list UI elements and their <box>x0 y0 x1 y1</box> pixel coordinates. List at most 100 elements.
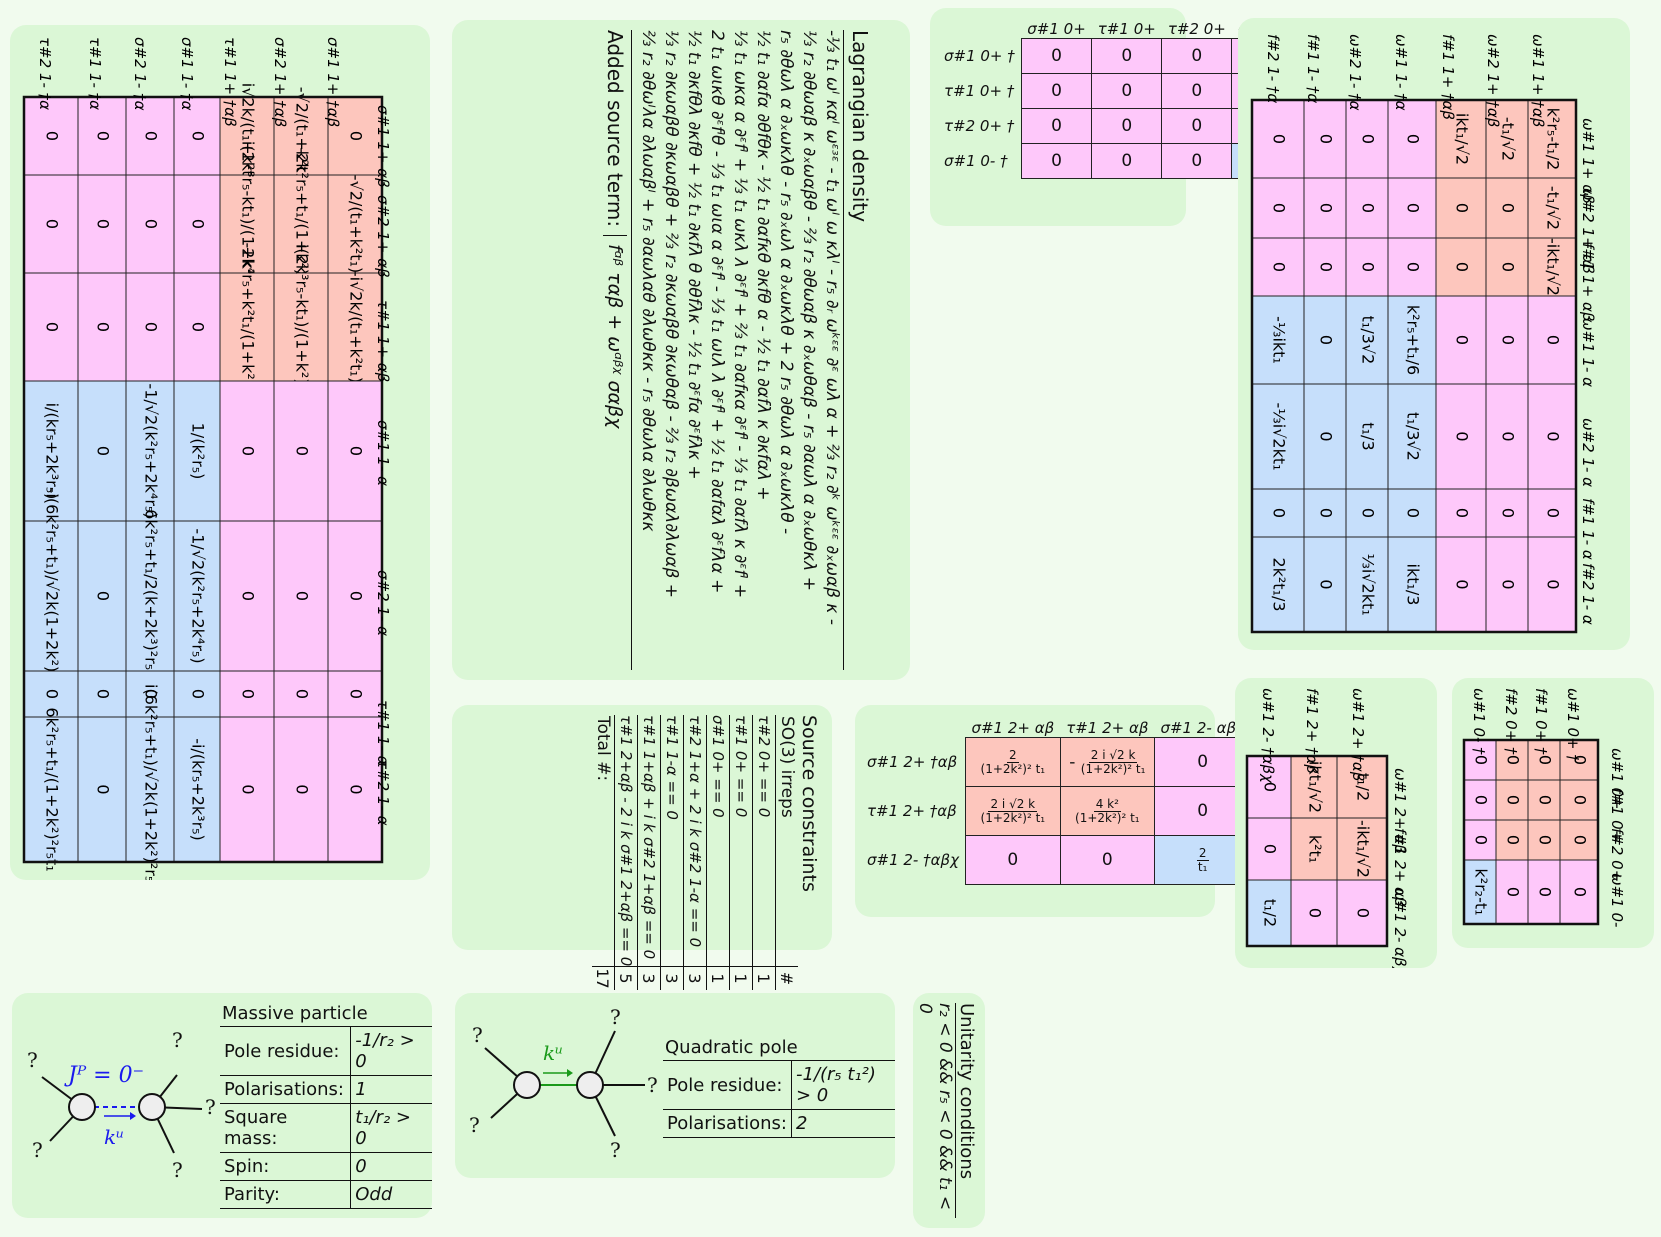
sc-constraint: τ#1 1+αβ + i k σ#2 1+αβ == 0 <box>637 715 661 967</box>
spin1-sigma-cell <box>327 272 383 382</box>
spin1-sigma-value: 0 <box>347 446 366 456</box>
spin1-omega-label: ω#1 1- †α <box>1392 34 1410 111</box>
spin0-cell: 0 <box>1161 38 1233 74</box>
spin0-omega-cell <box>1559 859 1599 925</box>
lagrangian-body: -⅓ t₁ ωᴵ καᴵ ωᵋᶟᵋ - t₁ ωᴵ ω κλᴵ - r₅ ∂ᵣ … <box>636 30 843 670</box>
sc-count: 3 <box>660 966 684 990</box>
spin0-omega-value: 0 <box>1536 795 1555 805</box>
spin0-omega-value: 0 <box>1571 755 1590 765</box>
spin2-omega-border <box>1245 754 1389 948</box>
spin2-col-label: σ#1 2+ αβ <box>971 719 1055 737</box>
spin0-omega-label: ω#1 0+ † <box>1564 688 1582 762</box>
spin1-omega-value: -t₁/√2 <box>1544 186 1563 230</box>
jp-label: Jᴾ = 0⁻ <box>68 1063 145 1088</box>
spin1-sigma-value: 0 <box>189 689 208 699</box>
spin1-omega-cell <box>1345 295 1389 385</box>
spin1-sigma-cell <box>273 520 329 672</box>
spin0-omega-value: 0 <box>1472 795 1491 805</box>
spin1-omega-value: 0 <box>1453 203 1472 213</box>
spin0-panel: σ#1 0+τ#1 0+τ#2 0+σ#1 0-σ#1 0+ †0000τ#1 … <box>930 8 1296 226</box>
massive-question-2: ? <box>32 1138 43 1162</box>
spin1-omega-cell <box>1527 488 1577 538</box>
spin1-sigma-value: 1/(k²r₅) <box>189 423 208 480</box>
spin2-cell: 2(1+2k²)² t₁ <box>964 737 1061 787</box>
spin1-omega-value: 0 <box>1544 508 1563 518</box>
lagrangian-panel: Lagrangian density -⅓ t₁ ωᴵ καᴵ ωᵋᶟᵋ - t… <box>452 20 910 680</box>
spin1-omega-cell <box>1345 488 1389 538</box>
spin1-omega-value: t₁/3√2 <box>1404 412 1423 461</box>
massive-prop-label: Square mass: <box>220 1103 351 1153</box>
spin1-omega-label: f#1 1- α <box>1579 498 1597 560</box>
spin1-sigma-label: σ#2 1+ †αβ <box>271 37 289 128</box>
spin1-omega-value: ikt₁/√2 <box>1453 113 1472 165</box>
spin1-omega-cell <box>1345 383 1389 490</box>
spin1-omega-cell <box>1303 383 1347 490</box>
spin1-omega-cell <box>1435 237 1487 297</box>
massive-prop-label: Pole residue: <box>220 1027 351 1076</box>
spin1-sigma-value: 0 <box>347 784 366 794</box>
spin1-omega-value: 0 <box>1404 134 1423 144</box>
sc-constraint: τ#2 0+ == 0 <box>752 715 776 967</box>
spin1-omega-value: 0 <box>1453 508 1472 518</box>
spin1-omega-cell <box>1527 295 1577 385</box>
sc-header-irreps: SO(3) irreps <box>775 715 798 967</box>
massive-prop-label: Polarisations: <box>220 1075 351 1104</box>
spin1-sigma-value: 0 <box>347 689 366 699</box>
spin1-sigma-value: 0 <box>142 322 161 332</box>
spin2-omega-label: ω#1 2- αβχ <box>1391 888 1409 968</box>
spin0-col-label: σ#1 0+ <box>1027 20 1086 38</box>
spin1-omega-value: -⅓ikt₁ <box>1270 316 1289 364</box>
spin1-omega-cell <box>1485 295 1529 385</box>
spin0-omega-value: 0 <box>1504 755 1523 765</box>
spin1-sigma-cell <box>23 670 79 718</box>
spin2-omega-cell <box>1290 879 1338 947</box>
spin1-sigma-label: τ#2 1- †α <box>36 37 54 110</box>
spin1-sigma-label: σ#1 1+ †αβ <box>324 37 342 128</box>
spin1-omega-cell <box>1303 536 1347 633</box>
spin1-sigma-border <box>22 95 384 864</box>
spin1-sigma-value: 0 <box>94 322 113 332</box>
spin1-sigma-value: 0 <box>94 131 113 141</box>
spin1-omega-cell <box>1387 295 1437 385</box>
spin1-omega-label: f#1 1+ †αβ <box>1439 34 1457 120</box>
spin0-cell: 0 <box>1161 73 1233 109</box>
spin1-omega-value: 0 <box>1499 508 1518 518</box>
massive-title: Massive particle <box>220 1001 432 1027</box>
spin1-omega-value: 0 <box>1359 134 1378 144</box>
spin1-sigma-cell <box>327 670 383 718</box>
spin1-sigma-cell <box>173 272 221 382</box>
quadratic-feynman-diagram <box>484 1030 645 1137</box>
spin1-sigma-value: 0 <box>293 446 312 456</box>
spin1-sigma-cell <box>273 670 329 718</box>
spin1-sigma-label: τ#1 1+ †αβ <box>221 37 239 127</box>
sc-constraint: τ#1 2+αβ - 2 i k σ#1 2+αβ == 0 <box>614 715 638 967</box>
spin1-omega-cell <box>1485 536 1529 633</box>
spin0-omega-cell <box>1527 779 1561 821</box>
massive-question-3: ? <box>172 1028 183 1052</box>
spin2-omega-value: k²t₁ <box>1306 835 1325 863</box>
sc-constraint: σ#1 0+ == 0 <box>706 715 730 967</box>
spin1-omega-value: 0 <box>1499 335 1518 345</box>
spin1-sigma-value: -2k²r₅+t₁/(1+k²)²t₁² <box>293 147 312 300</box>
spin0-cell: 0 <box>1091 143 1163 179</box>
spin0-omega-value: 0 <box>1472 755 1491 765</box>
spin2-col-label: τ#1 2+ αβ <box>1066 719 1149 737</box>
massive-question-4: ? <box>205 1095 216 1119</box>
lagrangian-line: r₅ ∂θωλ α ∂ₓωκλθ - r₅ ∂ₓωλ α ∂ₓωκλθ + 2 … <box>776 30 796 535</box>
spin0-omega-value: 0 <box>1504 795 1523 805</box>
spin2-omega-label: f#1 2+ †αβ <box>1303 688 1321 774</box>
spin1-omega-value: 0 <box>1404 508 1423 518</box>
spin0-omega-value: 0 <box>1571 795 1590 805</box>
spin1-sigma-value: -2k⁴r₅+k²t₁/(1+k²)²t₁² <box>239 242 258 411</box>
spin1-sigma-value: 0 <box>94 689 113 699</box>
sc-count: 3 <box>637 966 661 990</box>
spin1-omega-value: ⅓i√2kt₁ <box>1359 553 1378 615</box>
massive-prop-value: t₁/r₂ > 0 <box>350 1103 432 1153</box>
spin1-omega-value: 0 <box>1544 431 1563 441</box>
spin0-col-label: τ#1 0+ <box>1097 20 1156 38</box>
sc-total: 17 <box>592 966 615 990</box>
spin1-sigma-cell <box>77 670 127 718</box>
spin1-omega-value: 0 <box>1317 431 1336 441</box>
